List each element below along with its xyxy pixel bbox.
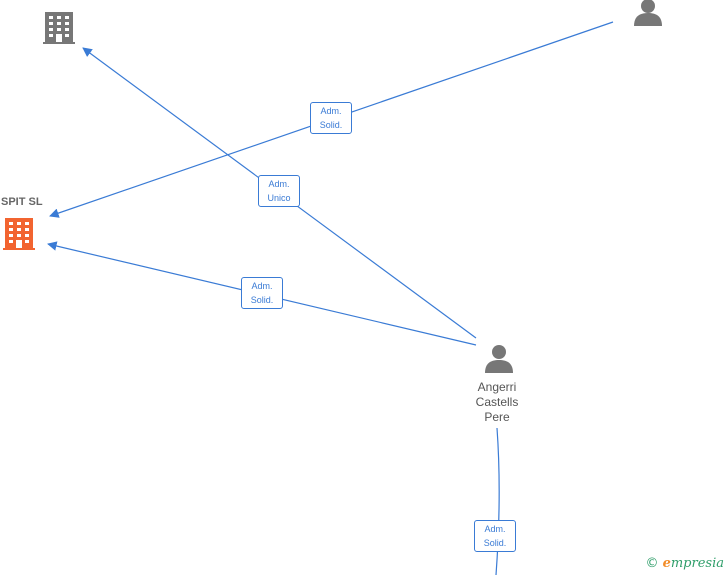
person-icon[interactable] (634, 0, 662, 26)
edge-label[interactable]: Adm. Solid. (241, 277, 283, 309)
edge-label-line: Adm. (268, 179, 290, 189)
person-icon[interactable] (485, 345, 513, 373)
building-icon[interactable] (3, 218, 35, 250)
edge-label-line: Solid. (250, 295, 274, 305)
person-name-line: Angerri (477, 380, 517, 394)
copyright-symbol: © (645, 556, 659, 571)
edge-angerri-down (495, 427, 500, 575)
company-name: SPIT SL (1, 196, 43, 208)
edge-label[interactable]: Adm. Solid. (474, 520, 516, 552)
edge-label-line: Adm. (320, 106, 342, 116)
brand-watermark: © empresia (645, 556, 724, 571)
person-name: Angerri Castells Pere (457, 380, 537, 425)
edge-label[interactable]: Adm. Solid. (310, 102, 352, 134)
edge-label-line: Adm. (251, 281, 273, 291)
building-icon[interactable] (43, 12, 75, 44)
edge-label-line: Unico (267, 193, 291, 203)
brand-initial: e (662, 556, 671, 571)
edge-label[interactable]: Adm. Unico (258, 175, 300, 207)
edge-label-line: Adm. (484, 524, 506, 534)
brand-name: mpresia (670, 556, 724, 571)
edge-label-line: Solid. (319, 120, 343, 130)
edge-label-line: Solid. (483, 538, 507, 548)
person-name-line: Castells (475, 395, 519, 409)
person-name-line: Pere (484, 410, 510, 424)
